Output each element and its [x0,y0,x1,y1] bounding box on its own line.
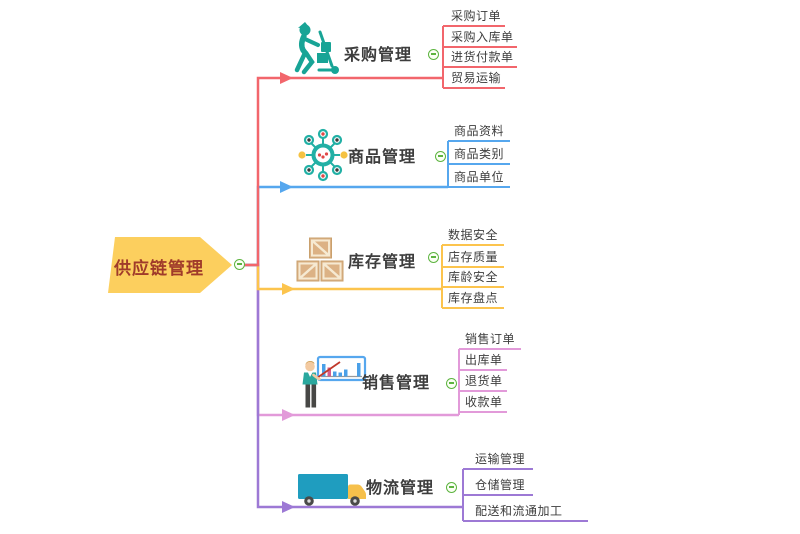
arrow-procurement [280,72,293,84]
child-node-label[interactable]: 商品资料 [454,124,505,138]
arrow-sales [282,409,295,421]
child-lines-logistics [462,468,588,522]
branch-label-sales[interactable]: 销售管理 [362,373,431,392]
child-node-label[interactable]: 销售订单 [465,332,516,346]
branch-line-procurement [236,76,443,267]
root-collapse-icon[interactable] [234,259,245,270]
child-node-label[interactable]: 店存质量 [448,250,499,264]
collapse-icon-sales[interactable] [446,378,457,389]
child-node-label[interactable]: 进货付款单 [451,50,514,64]
worker-trolley-icon [294,22,339,75]
collapse-icon-inventory[interactable] [428,252,439,263]
branch-label-logistics[interactable]: 物流管理 [366,478,435,497]
child-node-label[interactable]: 仓储管理 [475,478,526,492]
child-lines-procurement [442,25,517,89]
child-lines-inventory [441,244,504,309]
root-node-label[interactable]: 供应链管理 [114,259,204,279]
arrow-logistics [282,501,295,513]
collapse-icon-logistics[interactable] [446,482,457,493]
collapse-icon-product[interactable] [435,151,446,162]
child-node-label[interactable]: 库龄安全 [448,270,499,284]
child-node-label[interactable]: 配送和流通加工 [475,504,563,518]
child-node-label[interactable]: 数据安全 [448,228,499,242]
product-hub-icon [298,128,348,182]
truck-icon [298,474,366,506]
arrow-inventory [282,283,295,295]
child-node-label[interactable]: 退货单 [465,374,503,388]
branch-label-inventory[interactable]: 库存管理 [348,252,417,271]
child-node-label[interactable]: 出库单 [465,353,503,367]
child-node-label[interactable]: 运输管理 [475,452,526,466]
child-lines-sales [458,348,521,415]
child-node-label[interactable]: 采购入库单 [451,30,514,44]
child-node-label[interactable]: 商品单位 [454,170,505,184]
child-node-label[interactable]: 采购订单 [451,9,502,23]
child-node-label[interactable]: 收款单 [465,395,503,409]
branch-label-product[interactable]: 商品管理 [348,147,417,166]
branch-label-procurement[interactable]: 采购管理 [344,45,413,64]
child-node-label[interactable]: 库存盘点 [448,291,499,305]
child-lines-product [447,140,510,188]
root-node-shape[interactable] [108,237,232,293]
child-node-label[interactable]: 商品类别 [454,147,505,161]
crates-icon [296,237,344,282]
child-node-label[interactable]: 贸易运输 [451,71,502,85]
arrow-product [280,181,293,193]
presenter-chart-icon [302,355,367,408]
collapse-icon-procurement[interactable] [428,49,439,60]
